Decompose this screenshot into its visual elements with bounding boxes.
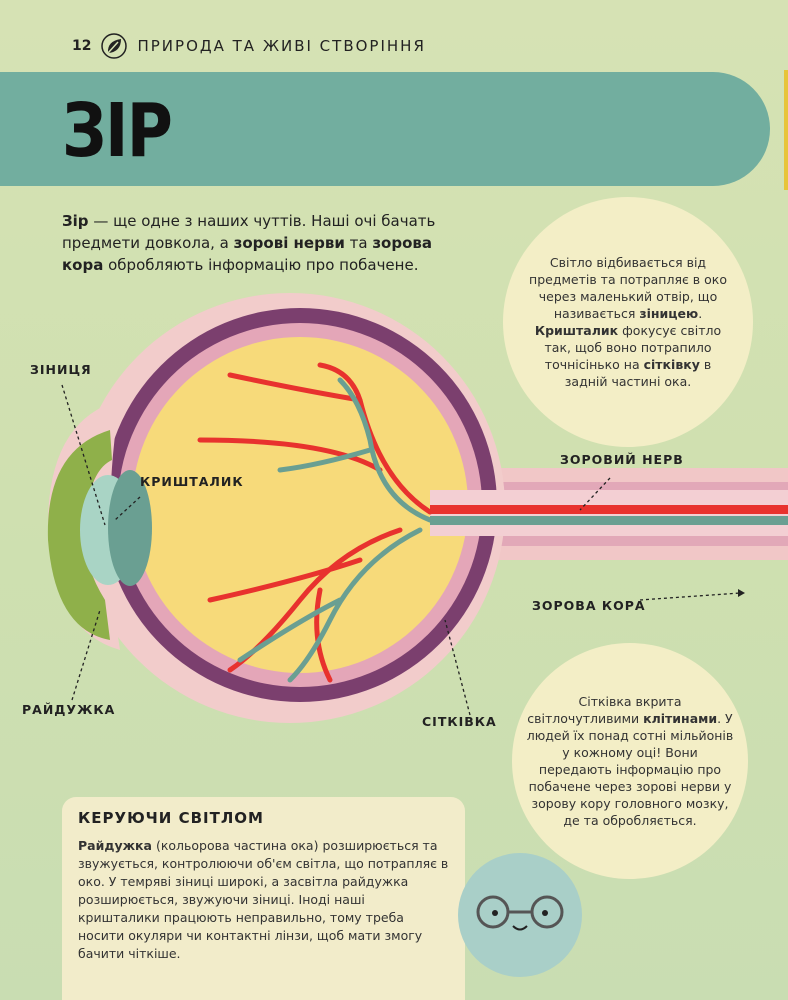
leaf-icon: [101, 33, 128, 59]
bubble-text: Світло відбивається від предметів та пот…: [529, 255, 727, 321]
bubble-bold: зіницею: [639, 306, 699, 321]
section-title: ПРИРОДА ТА ЖИВІ СТВОРІННЯ: [137, 37, 426, 55]
box-bold: Райдужка: [78, 838, 152, 853]
retina-info-bubble: Сітківка вкрита світлочутливими клітинам…: [512, 643, 748, 879]
label-optic-nerve: ЗОРОВИЙ НЕРВ: [560, 452, 684, 467]
bubble-text: фокусує світло так, щоб воно потрапило т…: [544, 323, 722, 372]
intro-text: — ще одне з наших чуттів. Наші очі бачат…: [62, 212, 436, 252]
intro-text: та: [344, 234, 373, 252]
label-iris: РАЙДУЖКА: [22, 702, 116, 717]
cornea-iris: [47, 430, 112, 640]
intro-paragraph: Зір — ще одне з наших чуттів. Наші очі б…: [62, 210, 462, 276]
intro-bold: зорові нерви: [233, 234, 345, 252]
intro-bold: Зір: [62, 212, 89, 230]
label-pupil: ЗІНИЦЯ: [30, 362, 92, 377]
bubble-text: Сітківка вкрита світлочутливими: [527, 694, 682, 726]
controlling-light-box: КЕРУЮЧИ СВІТЛОМ Райдужка (кольорова част…: [62, 797, 465, 1000]
intro-bold: зорова кора: [62, 234, 432, 274]
bubble-text: . У людей їх понад сотні мільйонів у кож…: [526, 711, 734, 828]
vitreous-body: [132, 337, 468, 673]
label-lens: КРИШТАЛИК: [140, 474, 244, 489]
blood-vessels: [197, 362, 433, 683]
title-banner: [0, 72, 770, 186]
light-info-bubble: Світло відбивається від предметів та пот…: [503, 197, 753, 447]
smiling-eye-character: [458, 853, 582, 977]
arrow-icon: [738, 589, 745, 597]
intro-text: обробляють інформацію про побачене.: [103, 256, 419, 274]
bubble-bold: сітківку: [643, 357, 700, 372]
bubble-text: в задній частині ока.: [564, 357, 712, 389]
bubble-bold: клітинами: [643, 711, 718, 726]
bubble-bold: Кришталик: [534, 323, 619, 338]
box-text: Райдужка (кольорова частина ока) розширю…: [78, 837, 449, 963]
label-retina: СІТКІВКА: [422, 714, 497, 729]
nerve-artery: [430, 505, 788, 514]
box-body: (кольорова частина ока) розширюється та …: [78, 838, 449, 961]
bubble-text: .: [698, 306, 703, 321]
box-heading: КЕРУЮЧИ СВІТЛОМ: [78, 809, 264, 827]
page-title: ЗІР: [62, 88, 173, 174]
leader-lines: [61, 384, 741, 716]
lens: [108, 470, 152, 586]
eye-diagram: [47, 293, 788, 723]
page-number: 12: [72, 38, 92, 54]
page-header: 12 ПРИРОДА ТА ЖИВІ СТВОРІННЯ: [72, 33, 426, 59]
page-edge-stripe: [784, 70, 788, 190]
label-visual-cortex: ЗОРОВА КОРА: [532, 598, 646, 613]
nerve-vein: [430, 516, 788, 525]
